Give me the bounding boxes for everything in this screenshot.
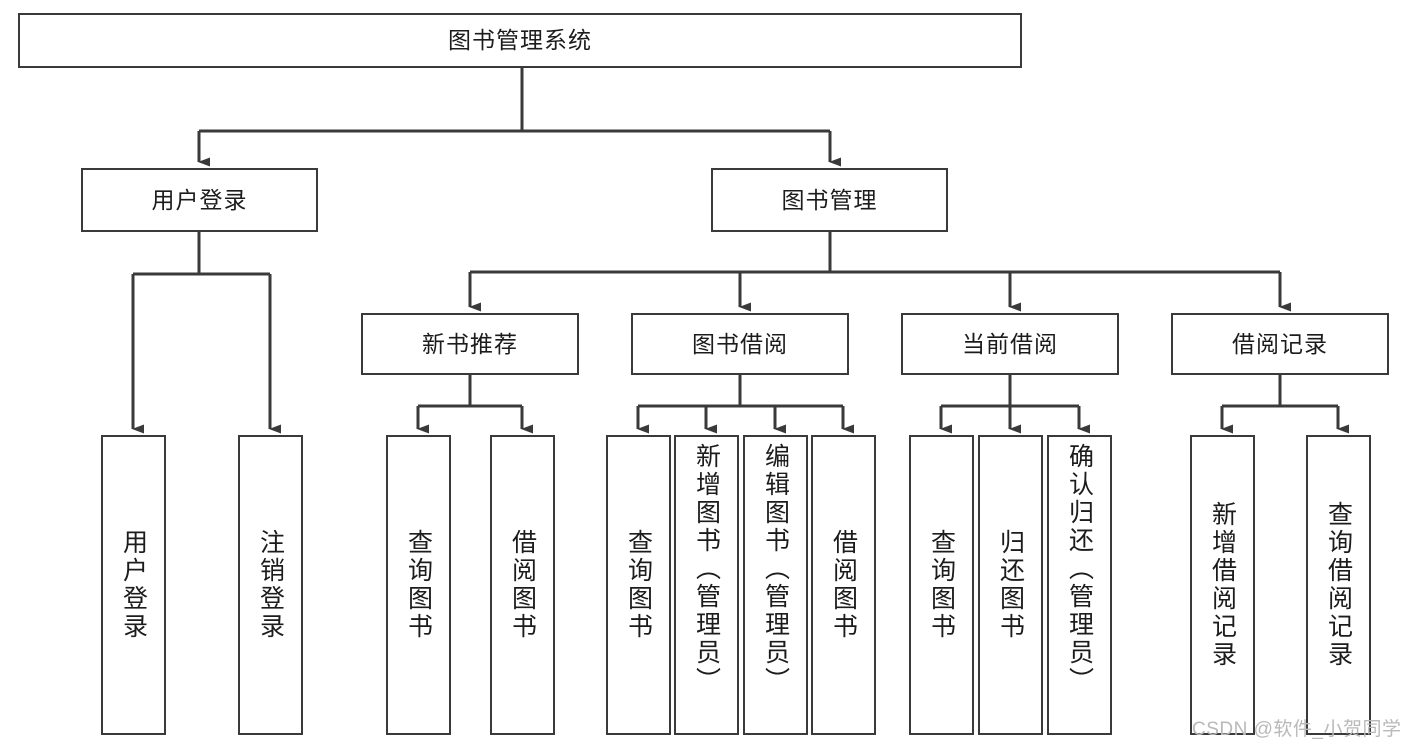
- leaf-user-login-logout[interactable]: 注销登录: [238, 435, 303, 735]
- node-label: 借阅图书: [829, 529, 858, 641]
- node-new-book-recommend[interactable]: 新书推荐: [361, 313, 579, 375]
- leaf-current-query-book[interactable]: 查询图书: [909, 435, 974, 735]
- node-label: 用户登录: [119, 529, 148, 641]
- node-book-borrow[interactable]: 图书借阅: [631, 313, 849, 375]
- leaf-current-confirm-return-admin[interactable]: 确认归还（管理员）: [1047, 435, 1112, 735]
- node-label: 查询图书: [624, 529, 653, 641]
- node-label: 查询图书: [404, 529, 433, 641]
- node-label: 当前借阅: [962, 330, 1058, 357]
- node-root-system[interactable]: 图书管理系统: [18, 13, 1022, 68]
- node-label: 图书管理系统: [448, 27, 592, 53]
- node-label: 确认归还（管理员）: [1065, 443, 1094, 695]
- leaf-borrow-borrow-book[interactable]: 借阅图书: [811, 435, 876, 735]
- node-book-management[interactable]: 图书管理: [711, 168, 948, 232]
- node-user-login[interactable]: 用户登录: [81, 168, 318, 232]
- node-label: 用户登录: [151, 186, 248, 213]
- node-label: 借阅图书: [508, 529, 537, 641]
- node-current-borrow[interactable]: 当前借阅: [901, 313, 1119, 375]
- node-label: 编辑图书（管理员）: [761, 443, 790, 695]
- node-label: 查询借阅记录: [1324, 501, 1353, 669]
- node-label: 图书借阅: [692, 330, 788, 357]
- leaf-borrow-query-book[interactable]: 查询图书: [606, 435, 671, 735]
- node-borrow-record[interactable]: 借阅记录: [1171, 313, 1389, 375]
- node-label: 新增图书（管理员）: [692, 443, 721, 695]
- node-label: 归还图书: [996, 529, 1025, 641]
- watermark-text: CSDN @软件_小贺同学: [1192, 719, 1402, 740]
- leaf-current-return-book[interactable]: 归还图书: [978, 435, 1043, 735]
- node-label: 图书管理: [781, 186, 878, 213]
- node-label: 新增借阅记录: [1208, 501, 1237, 669]
- node-label: 新书推荐: [422, 330, 518, 357]
- leaf-record-query-record[interactable]: 查询借阅记录: [1306, 435, 1371, 735]
- leaf-user-login-login[interactable]: 用户登录: [101, 435, 166, 735]
- leaf-borrow-add-book-admin[interactable]: 新增图书（管理员）: [674, 435, 739, 735]
- node-label: 查询图书: [927, 529, 956, 641]
- leaf-new-book-borrow[interactable]: 借阅图书: [490, 435, 555, 735]
- leaf-new-book-query[interactable]: 查询图书: [386, 435, 451, 735]
- node-label: 注销登录: [256, 529, 285, 641]
- node-label: 借阅记录: [1232, 330, 1328, 357]
- leaf-record-add-record[interactable]: 新增借阅记录: [1190, 435, 1255, 735]
- leaf-borrow-edit-book-admin[interactable]: 编辑图书（管理员）: [743, 435, 808, 735]
